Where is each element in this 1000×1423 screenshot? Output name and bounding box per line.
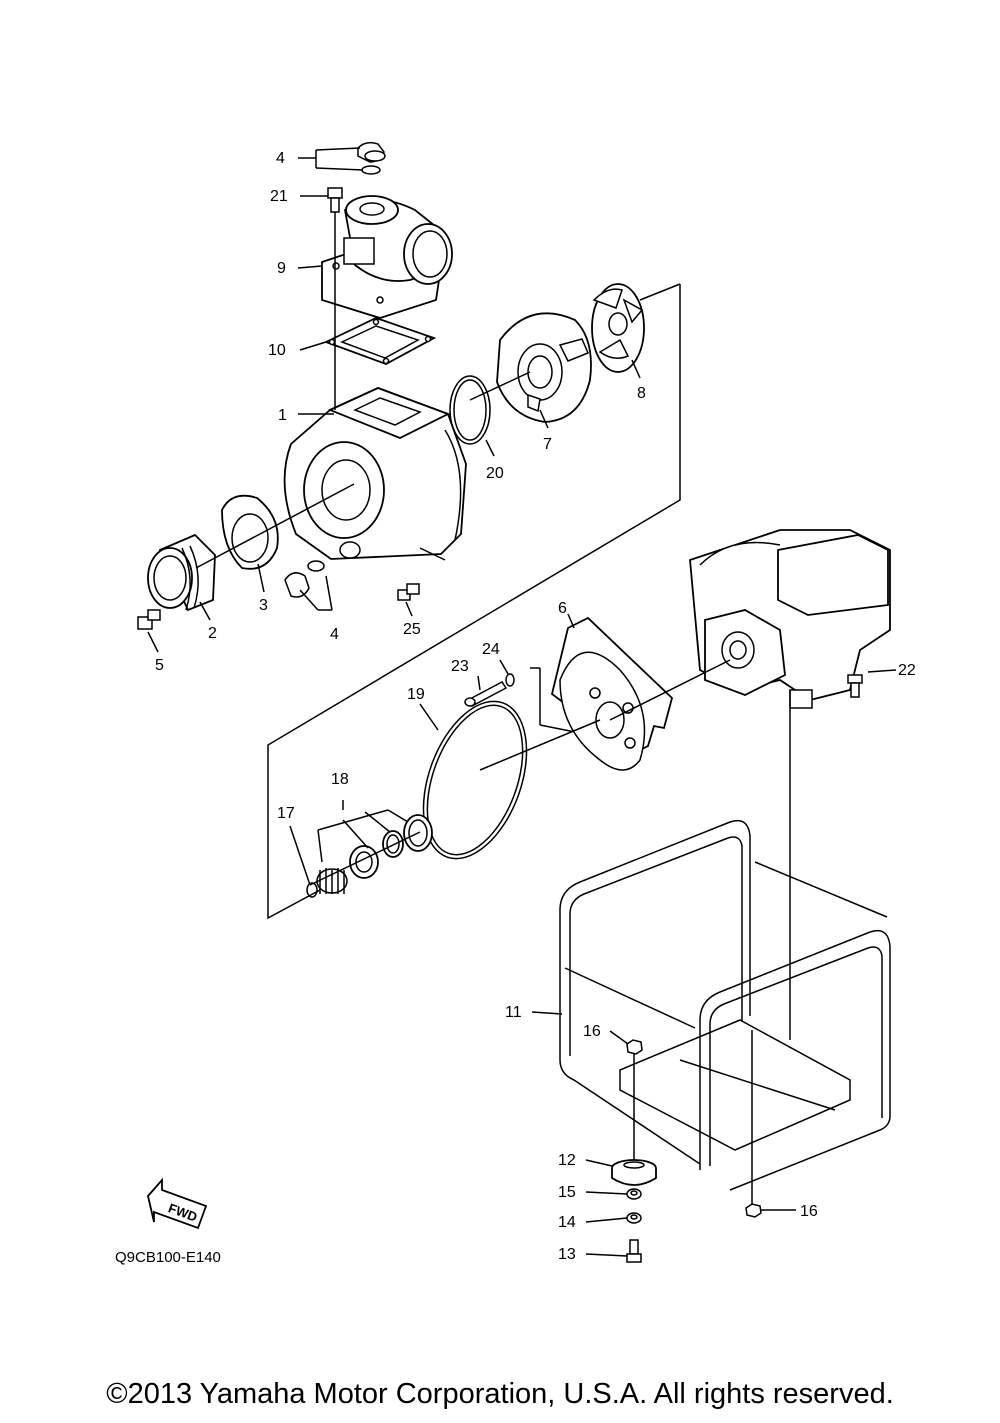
callout-18: 18 (331, 771, 349, 788)
bolt-25 (397, 583, 420, 601)
callout-11: 11 (505, 1004, 522, 1021)
callout-12: 12 (558, 1152, 576, 1169)
callout-2: 2 (208, 625, 217, 642)
copyright-notice: ©2013 Yamaha Motor Corporation, U.S.A. A… (106, 1378, 894, 1410)
bolt-13 (626, 1239, 642, 1263)
washer-14 (626, 1212, 642, 1224)
leader-lines (147, 147, 897, 1257)
callout-1: 1 (278, 407, 287, 424)
callout-6: 6 (558, 600, 567, 617)
callout-8: 8 (637, 385, 646, 402)
callout-5: 5 (155, 657, 164, 674)
diagram-code: Q9CB100-E140 (115, 1249, 221, 1266)
suction-gasket (221, 494, 279, 570)
suction-joint (147, 533, 216, 612)
callout-16-top: 16 (583, 1023, 601, 1040)
tubular-frame (559, 690, 891, 1205)
forward-direction-arrow: FWD (147, 1177, 208, 1230)
bolt-23 (464, 681, 508, 707)
callout-13: 13 (558, 1246, 576, 1263)
callout-4-bottom: 4 (330, 626, 339, 643)
callout-20: 20 (486, 465, 504, 482)
bolt-22 (847, 674, 863, 698)
frame-nut-16-top (626, 1039, 643, 1055)
callout-15: 15 (558, 1184, 576, 1201)
rubber-mount-12 (611, 1159, 657, 1186)
callout-10: 10 (268, 342, 286, 359)
washer-24 (505, 673, 515, 687)
frame-nut-16-bottom (745, 1203, 762, 1218)
callout-19: 19 (407, 686, 425, 703)
callout-25: 25 (403, 621, 421, 638)
casing-o-ring (449, 375, 491, 445)
bolt-21 (327, 187, 343, 410)
callout-4-top: 4 (276, 150, 285, 167)
bolt-5 (137, 609, 161, 630)
elbow-gasket (323, 317, 437, 365)
pump-adapter-plate (550, 616, 674, 771)
callout-21: 21 (270, 188, 288, 205)
callouts: 4 21 9 10 1 20 7 8 2 3 4 25 5 6 24 23 22… (155, 150, 916, 1263)
callout-17: 17 (277, 805, 295, 822)
impeller (591, 283, 645, 373)
cover-o-ring (422, 700, 528, 860)
discharge-elbow (321, 195, 453, 319)
callout-24: 24 (482, 641, 500, 658)
washer-15 (626, 1188, 642, 1200)
callout-22: 22 (898, 662, 916, 679)
volute-case (496, 312, 592, 423)
drain-plug-bottom (284, 560, 325, 598)
callout-3: 3 (259, 597, 268, 614)
callout-7: 7 (543, 436, 552, 453)
callout-23: 23 (451, 658, 469, 675)
callout-16-bottom: 16 (800, 1203, 818, 1220)
callout-14: 14 (558, 1214, 576, 1231)
callout-9: 9 (277, 260, 286, 277)
engine (689, 529, 891, 709)
mechanical-seal-set (349, 814, 433, 879)
seal-spring (306, 868, 348, 898)
